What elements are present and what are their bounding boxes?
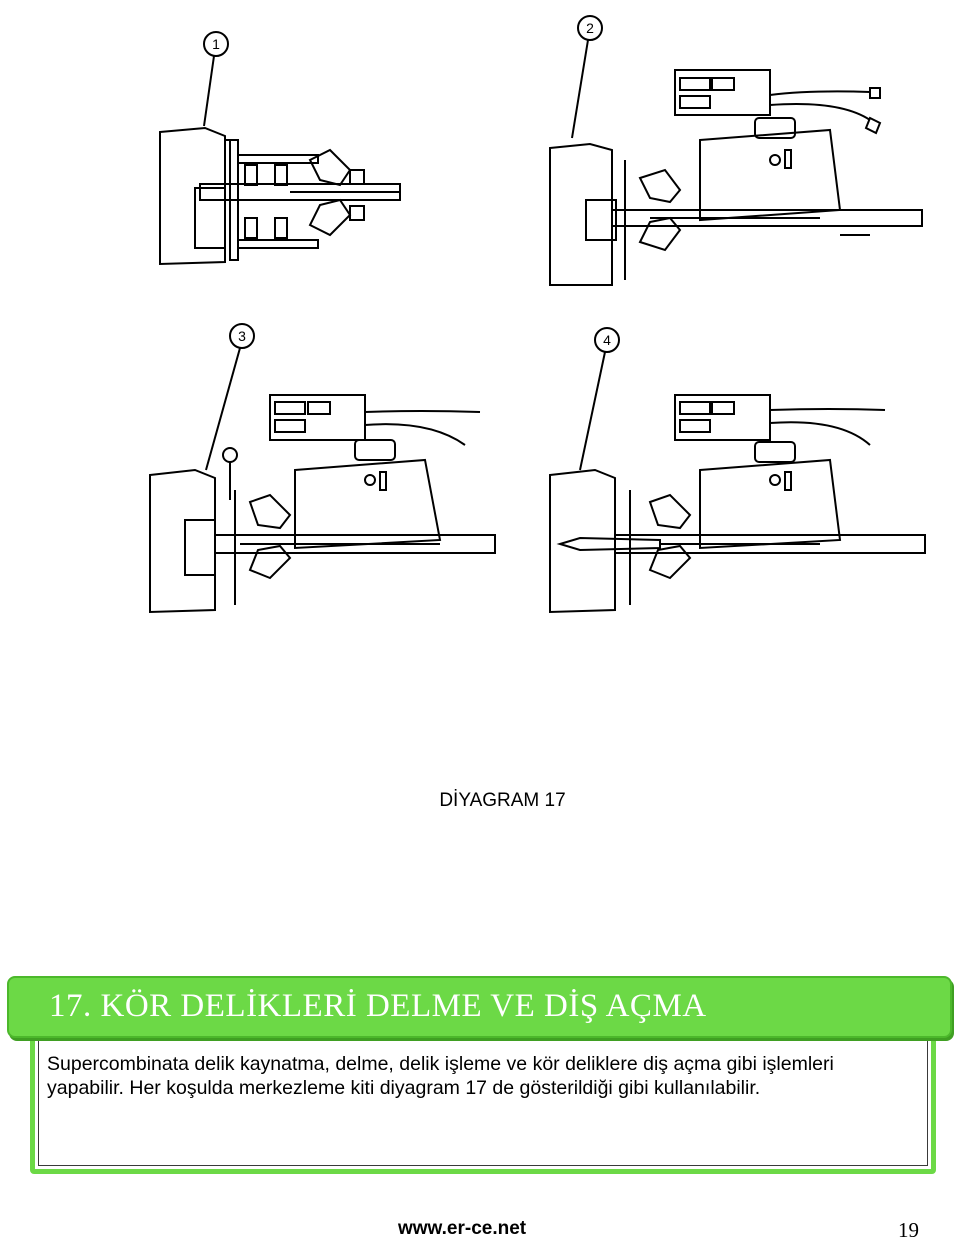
figure-3-drawing: 3: [149, 323, 496, 614]
figure-1: 1: [150, 20, 470, 280]
figure-2-drawing: 2: [549, 15, 923, 286]
section-card: [30, 1022, 936, 1174]
section-body: Supercombinata delik kaynatma, delme, de…: [47, 1052, 937, 1100]
section-body-line-1: Supercombinata delik kaynatma, delme, de…: [47, 1053, 834, 1075]
figure-4: 4: [540, 320, 940, 620]
figure-3-number: 3: [238, 328, 246, 344]
figure-1-number: 1: [212, 36, 220, 52]
figure-2-number: 2: [586, 20, 594, 36]
footer-url[interactable]: www.er-ce.net: [398, 1218, 527, 1239]
figure-1-drawing: 1: [159, 31, 401, 266]
figure-3: 3: [140, 320, 510, 620]
diagram-caption: DİYAGRAM 17: [439, 790, 566, 811]
section-header: 17. KÖR DELİKLERİ DELME VE DİŞ AÇMA: [7, 976, 952, 1038]
figure-4-drawing: 4: [549, 327, 926, 614]
figure-2: 2: [540, 10, 940, 295]
figure-1-callout-circle: [203, 31, 229, 57]
section-title: 17. KÖR DELİKLERİ DELME VE DİŞ AÇMA: [49, 988, 707, 1024]
section-body-line-2: yapabilir. Her koşulda merkezleme kiti d…: [47, 1077, 761, 1099]
figure-4-number: 4: [603, 332, 611, 348]
page-number: 19: [898, 1218, 919, 1242]
